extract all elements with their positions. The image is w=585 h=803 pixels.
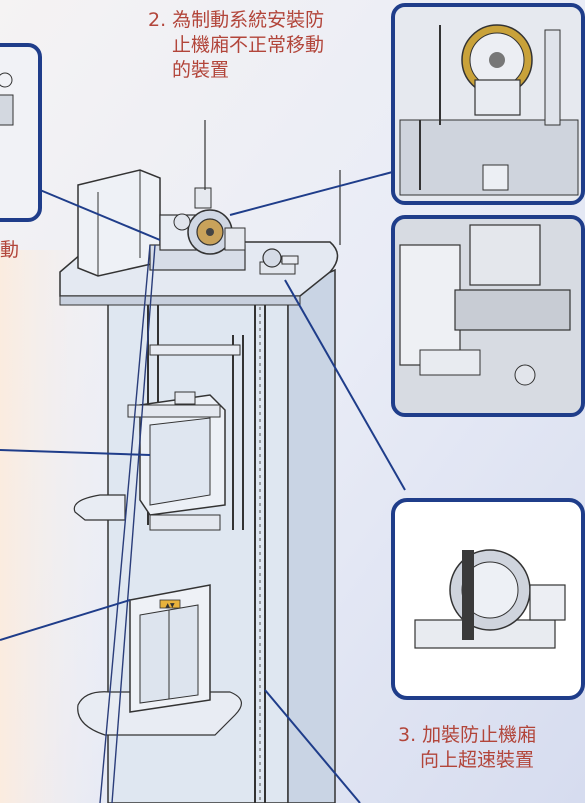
car-frame-icon: [127, 305, 244, 531]
callout-frame-left: [0, 43, 42, 222]
governor-detail-frame: [391, 498, 585, 700]
lift-panel-indicator: ▲▼: [165, 602, 175, 609]
lift-door-icon: [129, 584, 211, 713]
callout-lines: [0, 169, 406, 803]
label-brake-device-line2: 止機廂不正常移動: [172, 34, 325, 56]
brake-detail-frame: [391, 3, 585, 205]
label-brake-device: 2. 為制動系統安裝防 止機廂不正常移動 的裝置: [148, 8, 324, 83]
label-left-fragment: 動: [0, 239, 20, 261]
label-upward-overspeed: 3. 加裝防止機廂 向上超速裝置: [398, 723, 536, 773]
label-upward-overspeed-line1: 3. 加裝防止機廂: [398, 724, 537, 746]
label-brake-device-line1: 2. 為制動系統安裝防: [148, 9, 325, 31]
guide-rail: [254, 300, 266, 803]
overspeed-device-icon: [259, 248, 299, 275]
rope-gripper-detail-frame: [391, 215, 585, 417]
label-brake-device-line3: 的裝置: [172, 59, 230, 81]
brake-machine-icon: [149, 187, 246, 271]
label-upward-overspeed-line2: 向上超速裝置: [420, 749, 535, 771]
hoist-ropes: [99, 120, 341, 803]
